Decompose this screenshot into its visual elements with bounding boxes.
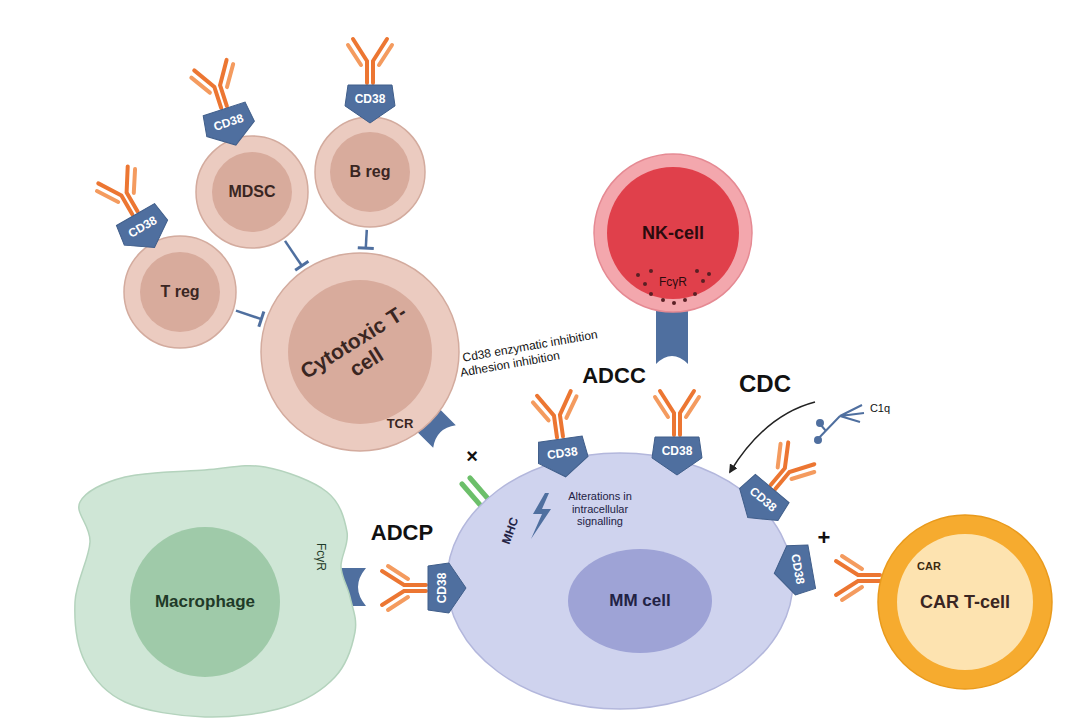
c1q-symbol [815, 405, 864, 443]
cd38-receptor: CD38 [652, 437, 702, 475]
antibody [655, 391, 699, 435]
text-slot: Alterations in intracellular signalling [554, 490, 646, 528]
regulatory-cell: B reg [314, 116, 426, 228]
node-title: MDSC [212, 183, 292, 201]
text-slot: Macrophage [135, 592, 275, 612]
node-title: Macrophage [135, 592, 275, 612]
car-receptor [836, 556, 880, 600]
mechanism-label: ADCC [582, 363, 646, 389]
antibody [532, 390, 582, 440]
node-note: CAR [917, 560, 941, 573]
node-title: CD38 [355, 93, 386, 107]
inhibition-line [285, 241, 302, 266]
regulatory-cell: MDSC [195, 135, 309, 249]
node-title: CAR T-cell [917, 592, 1013, 613]
antibody [348, 39, 392, 83]
text-slot: CAR [917, 560, 941, 573]
node-title: B reg [330, 163, 410, 181]
node-title: T reg [140, 283, 220, 301]
car-t-cell: CAR T-cell CAR [877, 514, 1053, 690]
text-slot: MDSC [212, 183, 292, 201]
cdc-arrow [730, 402, 815, 472]
node-title: MM cell [575, 591, 705, 611]
antibody [382, 566, 426, 610]
node-outline [65, 462, 355, 720]
text-slot: TCR [387, 417, 414, 432]
cd38-receptor: CD38 [345, 85, 395, 123]
text-slot: T reg [140, 283, 220, 301]
node-note: FcγR [313, 543, 327, 571]
node-note: Alterations in intracellular signalling [554, 490, 646, 528]
cd38-receptor: CD38 [770, 542, 816, 598]
node-title: CD38 [436, 573, 450, 604]
protein-name: C1q [870, 402, 890, 414]
node-title: NK-cell [607, 223, 739, 244]
regulatory-cell: T reg [123, 235, 237, 349]
text-slot: CD38 [436, 573, 450, 604]
node-note: FcγR [659, 276, 687, 290]
block-mark: × [466, 445, 478, 468]
text-slot: MM cell [575, 591, 705, 611]
inhibition-line [236, 311, 261, 319]
activation-mark: + [818, 525, 831, 551]
text-slot: NK-cell [607, 223, 739, 244]
mechanism-label: ADCP [371, 520, 433, 546]
cytotoxic-t-cell: Cytotoxic T-cellTCR [260, 252, 460, 452]
node-title: CD38 [662, 445, 693, 459]
mechanism-label: CDC [739, 370, 791, 398]
cd38-receptor: CD38 [428, 563, 466, 613]
nk-cell: NK-cellFcγR [593, 153, 753, 313]
text-slot: FcγR [313, 543, 327, 571]
text-slot: CD38 [662, 445, 693, 459]
inhibition-line [366, 230, 367, 248]
text-slot: CAR T-cell [917, 592, 1013, 613]
text-slot: B reg [330, 163, 410, 181]
text-slot: CD38 [355, 93, 386, 107]
text-slot: FcγR [659, 276, 687, 290]
cd38-receptor: CD38 [536, 436, 591, 481]
node-note: TCR [387, 417, 414, 432]
macrophage: Macrophage FcγR [65, 462, 355, 720]
